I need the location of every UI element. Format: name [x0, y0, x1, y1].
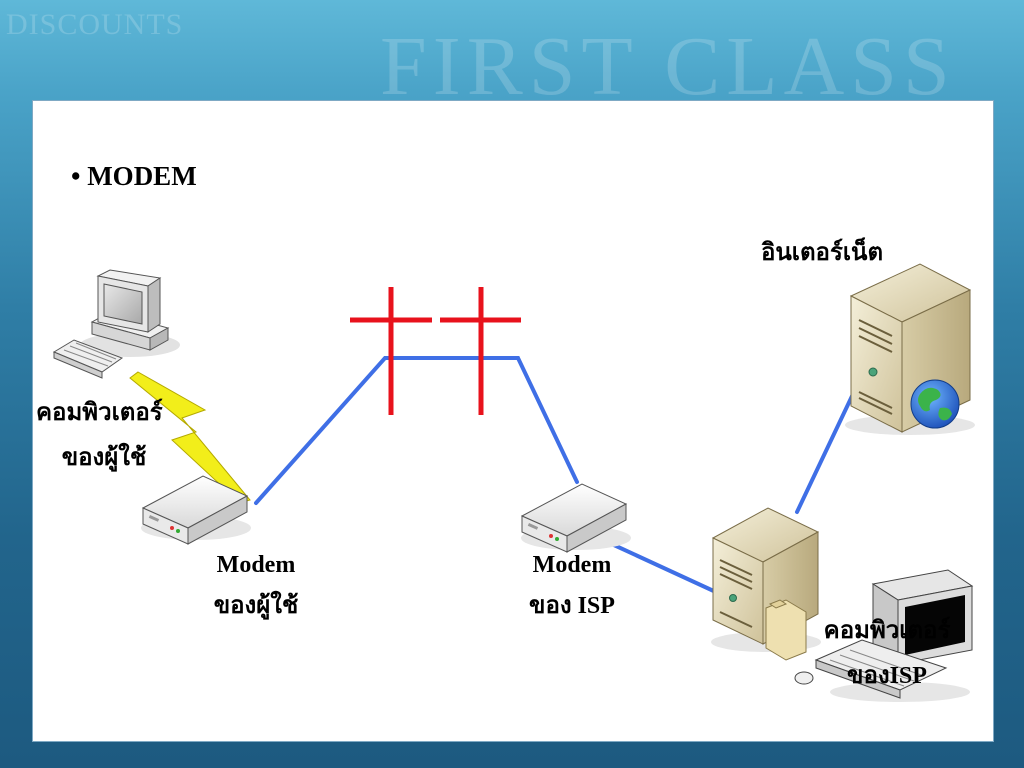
- internet-label: อินเตอร์เน็ต: [760, 240, 884, 266]
- isp-modem-label: Modem ของ ISP: [512, 552, 632, 624]
- user-modem-label-line1: Modem: [216, 552, 296, 578]
- phone-line: [254, 356, 579, 505]
- link-lines: [254, 356, 855, 595]
- isp-modem-label-line1: Modem: [532, 552, 612, 578]
- globe-icon: [910, 379, 960, 429]
- user-modem-icon: [141, 475, 251, 545]
- server-to-internet-line: [795, 392, 855, 514]
- slide-bullet-modem: • MODEM: [71, 161, 197, 191]
- isp-computer-icon: [794, 569, 974, 702]
- user-modem-label-line2: ของผู้ใช้: [213, 593, 299, 619]
- isp-computer-label-line2: ของISP: [847, 663, 927, 689]
- isp-computer-label-line1: คอมพิวเตอร์: [823, 618, 951, 644]
- user-computer-label: คอมพิวเตอร์ ของผู้ใช้: [36, 392, 172, 476]
- user-modem-label: Modem ของผู้ใช้: [196, 552, 316, 624]
- user-computer-label-line1: คอมพิวเตอร์: [36, 400, 163, 426]
- user-computer-label-line2: ของผู้ใช้: [61, 445, 147, 471]
- bg-word-first-class: FIRST CLASS: [380, 20, 956, 113]
- bg-word-discounts: DISCOUNTS: [6, 8, 184, 41]
- isp-computer-label: คอมพิวเตอร์ ของISP: [812, 610, 962, 694]
- cut-marks: [350, 287, 521, 415]
- mouse-icon: [794, 671, 814, 685]
- isp-modem-label-line2: ของ ISP: [529, 593, 615, 619]
- slide: • MODEM: [32, 100, 994, 742]
- folder-icon: [765, 599, 807, 661]
- user-computer-icon: [52, 269, 180, 379]
- isp-modem-icon: [520, 483, 631, 553]
- isp-modem-to-server-line: [601, 538, 720, 595]
